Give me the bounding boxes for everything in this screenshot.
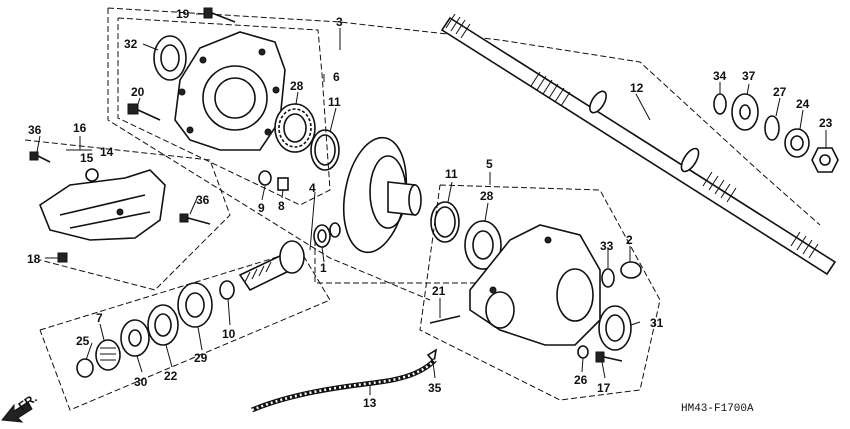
bearing-1	[313, 224, 331, 248]
nut-23	[811, 147, 839, 173]
callout-18: 18	[27, 252, 41, 266]
callout-32: 32	[124, 37, 138, 51]
breather-tube	[251, 358, 437, 413]
callout-labels: 19 32 3 6 28 11 20 16 36 15 14 9 8 36 18…	[16, 7, 833, 415]
callout-15: 15	[80, 151, 94, 165]
callout-13: 13	[363, 396, 377, 410]
clip-35	[426, 348, 438, 364]
callout-27: 27	[773, 85, 787, 99]
axle-shaft	[440, 13, 837, 276]
callout-10: 10	[222, 327, 236, 341]
stud-21	[429, 315, 461, 324]
callout-37: 37	[742, 69, 756, 83]
callout-22: 22	[164, 369, 178, 383]
bolt-18	[57, 252, 68, 263]
leader-lines	[36, 13, 827, 395]
ring-gear	[342, 136, 422, 254]
callout-31: 31	[650, 316, 664, 330]
plug-8	[277, 177, 289, 191]
shim-10	[219, 280, 235, 300]
group-outlines	[24, 7, 821, 411]
callout-11-lower: 11	[445, 167, 458, 181]
callout-19: 19	[176, 7, 190, 21]
callout-20: 20	[131, 85, 145, 99]
seal-30	[120, 319, 150, 357]
callout-28-upper: 28	[290, 79, 304, 93]
skid-guard	[39, 169, 166, 241]
callout-35: 35	[428, 381, 442, 395]
callout-2: 2	[626, 233, 633, 247]
callout-1: 1	[320, 261, 327, 275]
callout-25: 25	[76, 334, 90, 348]
bolt-17	[595, 351, 623, 363]
callout-16: 16	[73, 121, 87, 135]
callout-21: 21	[432, 284, 446, 298]
washer-26	[577, 345, 589, 359]
callout-26: 26	[574, 373, 588, 387]
washer-9	[258, 170, 272, 186]
o-ring-27	[764, 115, 780, 141]
coupling-7	[95, 339, 121, 371]
callout-3: 3	[336, 15, 343, 29]
oil-seal-32	[153, 35, 187, 81]
shim-11-lower	[430, 201, 460, 243]
callout-33: 33	[600, 239, 614, 253]
callout-7: 7	[96, 311, 103, 325]
diagram-code: HM43-F1700A	[681, 403, 754, 415]
callout-29: 29	[194, 351, 208, 365]
callout-9: 9	[258, 201, 265, 215]
callout-36-right: 36	[196, 193, 210, 207]
washer-33	[601, 268, 615, 288]
bearing-28-lower	[464, 220, 502, 270]
washer-34	[713, 93, 727, 115]
nut-15	[85, 168, 99, 182]
callout-8: 8	[278, 199, 285, 213]
nut-25	[76, 358, 94, 378]
bolt-19	[203, 7, 236, 23]
callout-24: 24	[796, 97, 810, 111]
collar-24	[784, 128, 810, 158]
pinion-gear	[238, 240, 305, 292]
callout-23: 23	[819, 116, 833, 130]
bearing-22	[147, 304, 179, 346]
callout-34: 34	[713, 69, 727, 83]
callout-11-upper: 11	[328, 95, 341, 109]
bearing-28-upper	[274, 103, 316, 153]
washer-1b	[329, 222, 341, 238]
callout-12: 12	[630, 81, 644, 95]
callout-4: 4	[309, 181, 316, 195]
cap-2	[620, 261, 642, 279]
front-direction-arrow	[1, 401, 33, 423]
callout-6: 6	[333, 70, 340, 84]
shim-11-upper	[310, 129, 340, 171]
final-gear-case	[469, 224, 601, 346]
bearing-29	[177, 282, 213, 328]
callout-14: 14	[100, 145, 114, 159]
callout-5: 5	[486, 157, 493, 171]
callout-17: 17	[597, 381, 611, 395]
bolt-20	[127, 103, 161, 121]
callout-36-left: 36	[28, 123, 42, 137]
callout-30: 30	[134, 375, 148, 389]
bolt-36-right	[179, 213, 211, 225]
washer-37	[731, 93, 759, 131]
callout-28-lower: 28	[480, 189, 494, 203]
bolt-36-left	[29, 151, 51, 163]
oil-seal-31	[598, 305, 632, 351]
final-gear-case-cover	[174, 31, 286, 151]
